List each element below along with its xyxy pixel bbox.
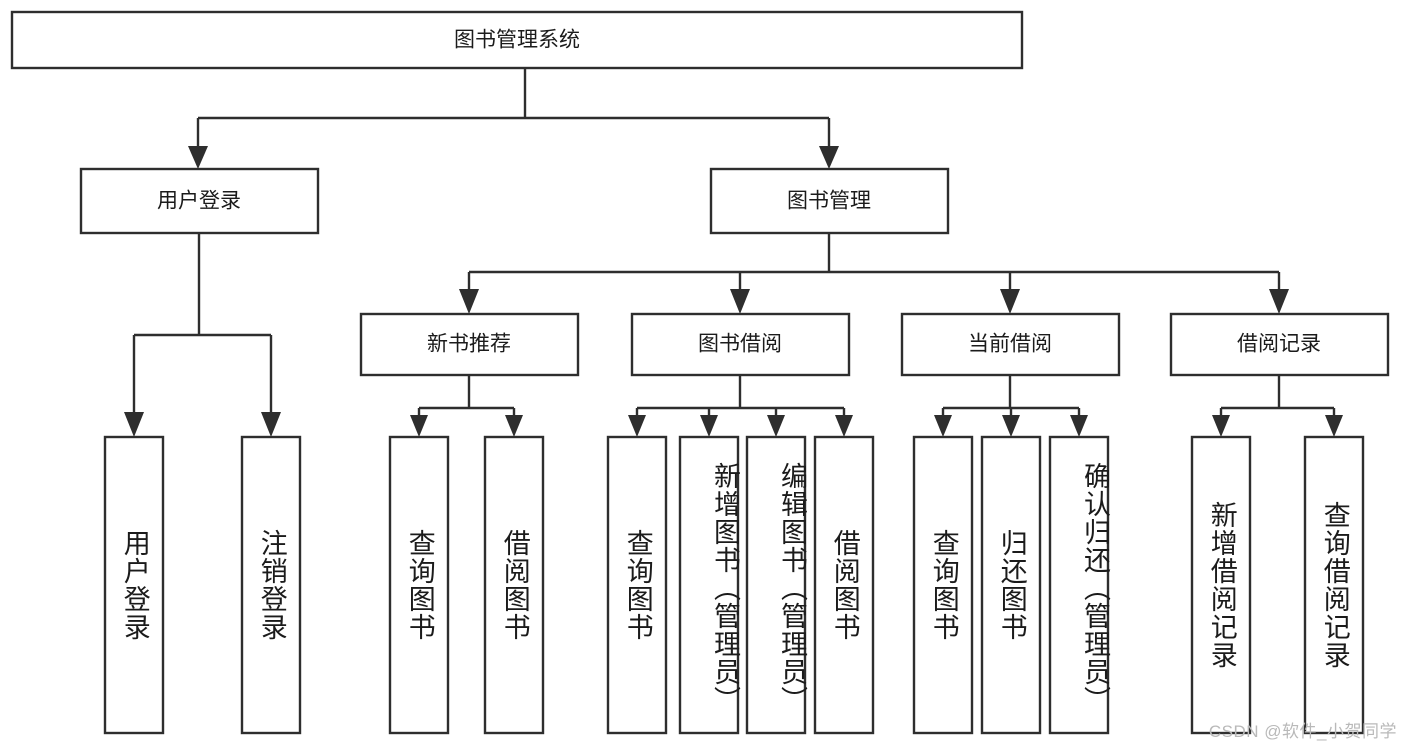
node-book-management[interactable]: 图书管理	[709, 167, 950, 235]
arrow-head-icon	[505, 415, 523, 437]
node-new-book-recommend-label: 新书推荐	[427, 333, 511, 356]
leaf-box-query-borrow-record[interactable]	[1303, 435, 1365, 735]
node-user-login-label: 用户登录	[157, 190, 241, 213]
node-borrow-record-box[interactable]	[1169, 312, 1390, 377]
arrow-head-icon	[459, 289, 479, 314]
node-book-borrow-label: 图书借阅	[698, 333, 782, 356]
leaf-box-query-book-1[interactable]	[388, 435, 450, 735]
connector-group-record	[1212, 375, 1343, 437]
arrow-head-icon	[934, 415, 952, 437]
arrow-head-icon	[628, 415, 646, 437]
arrow-head-icon	[1000, 289, 1020, 314]
arrow-head-icon	[261, 412, 281, 437]
node-new-book-recommend-box[interactable]	[359, 312, 580, 377]
node-book-borrow[interactable]: 图书借阅	[630, 312, 851, 377]
node-user-login-box[interactable]	[79, 167, 320, 235]
node-current-borrow-box[interactable]	[900, 312, 1121, 377]
connector-group-current	[934, 375, 1088, 437]
node-root-box[interactable]	[10, 10, 1024, 70]
leaf-box-query-book-2[interactable]	[606, 435, 668, 735]
arrow-head-icon	[1269, 289, 1289, 314]
arrow-head-icon	[700, 415, 718, 437]
arrow-head-icon	[410, 415, 428, 437]
connector-group-newbook	[410, 375, 523, 437]
leaf-box-add-borrow-record[interactable]	[1190, 435, 1252, 735]
leaf-box-confirm-return-admin[interactable]	[1048, 435, 1110, 735]
connector-group-login	[124, 233, 281, 437]
connector-group-borrow	[628, 375, 853, 437]
leaf-box-borrow-book-1[interactable]	[483, 435, 545, 735]
node-book-management-box[interactable]	[709, 167, 950, 235]
node-borrow-record[interactable]: 借阅记录	[1169, 312, 1390, 377]
leaf-box-borrow-book-2[interactable]	[813, 435, 875, 735]
connector-group-root	[188, 68, 839, 169]
node-book-management-label: 图书管理	[787, 190, 871, 213]
leaf-box-user-login[interactable]	[103, 435, 165, 735]
leaf-box-query-book-3[interactable]	[912, 435, 974, 735]
leaf-box-add-book-admin[interactable]	[678, 435, 740, 735]
leaf-box-edit-book-admin[interactable]	[745, 435, 807, 735]
arrow-head-icon	[835, 415, 853, 437]
arrow-head-icon	[1325, 415, 1343, 437]
watermark-text: CSDN @软件_小贺同学	[1208, 722, 1397, 741]
connector-group-bookmgmt	[459, 233, 1289, 314]
arrow-head-icon	[188, 146, 208, 169]
arrow-head-icon	[124, 412, 144, 437]
node-current-borrow[interactable]: 当前借阅	[900, 312, 1121, 377]
leaf-box-group	[103, 435, 1365, 735]
node-borrow-record-label: 借阅记录	[1237, 333, 1321, 356]
node-new-book-recommend[interactable]: 新书推荐	[359, 312, 580, 377]
leaf-box-logout[interactable]	[240, 435, 302, 735]
node-user-login[interactable]: 用户登录	[79, 167, 320, 235]
node-current-borrow-label: 当前借阅	[968, 333, 1052, 356]
leaf-box-return-book[interactable]	[980, 435, 1042, 735]
arrow-head-icon	[1002, 415, 1020, 437]
arrow-head-icon	[767, 415, 785, 437]
arrow-head-icon	[819, 146, 839, 169]
node-book-borrow-box[interactable]	[630, 312, 851, 377]
arrow-head-icon	[1070, 415, 1088, 437]
arrow-head-icon	[730, 289, 750, 314]
arrow-head-icon	[1212, 415, 1230, 437]
node-root-label: 图书管理系统	[454, 29, 580, 52]
node-root[interactable]: 图书管理系统	[10, 10, 1024, 70]
